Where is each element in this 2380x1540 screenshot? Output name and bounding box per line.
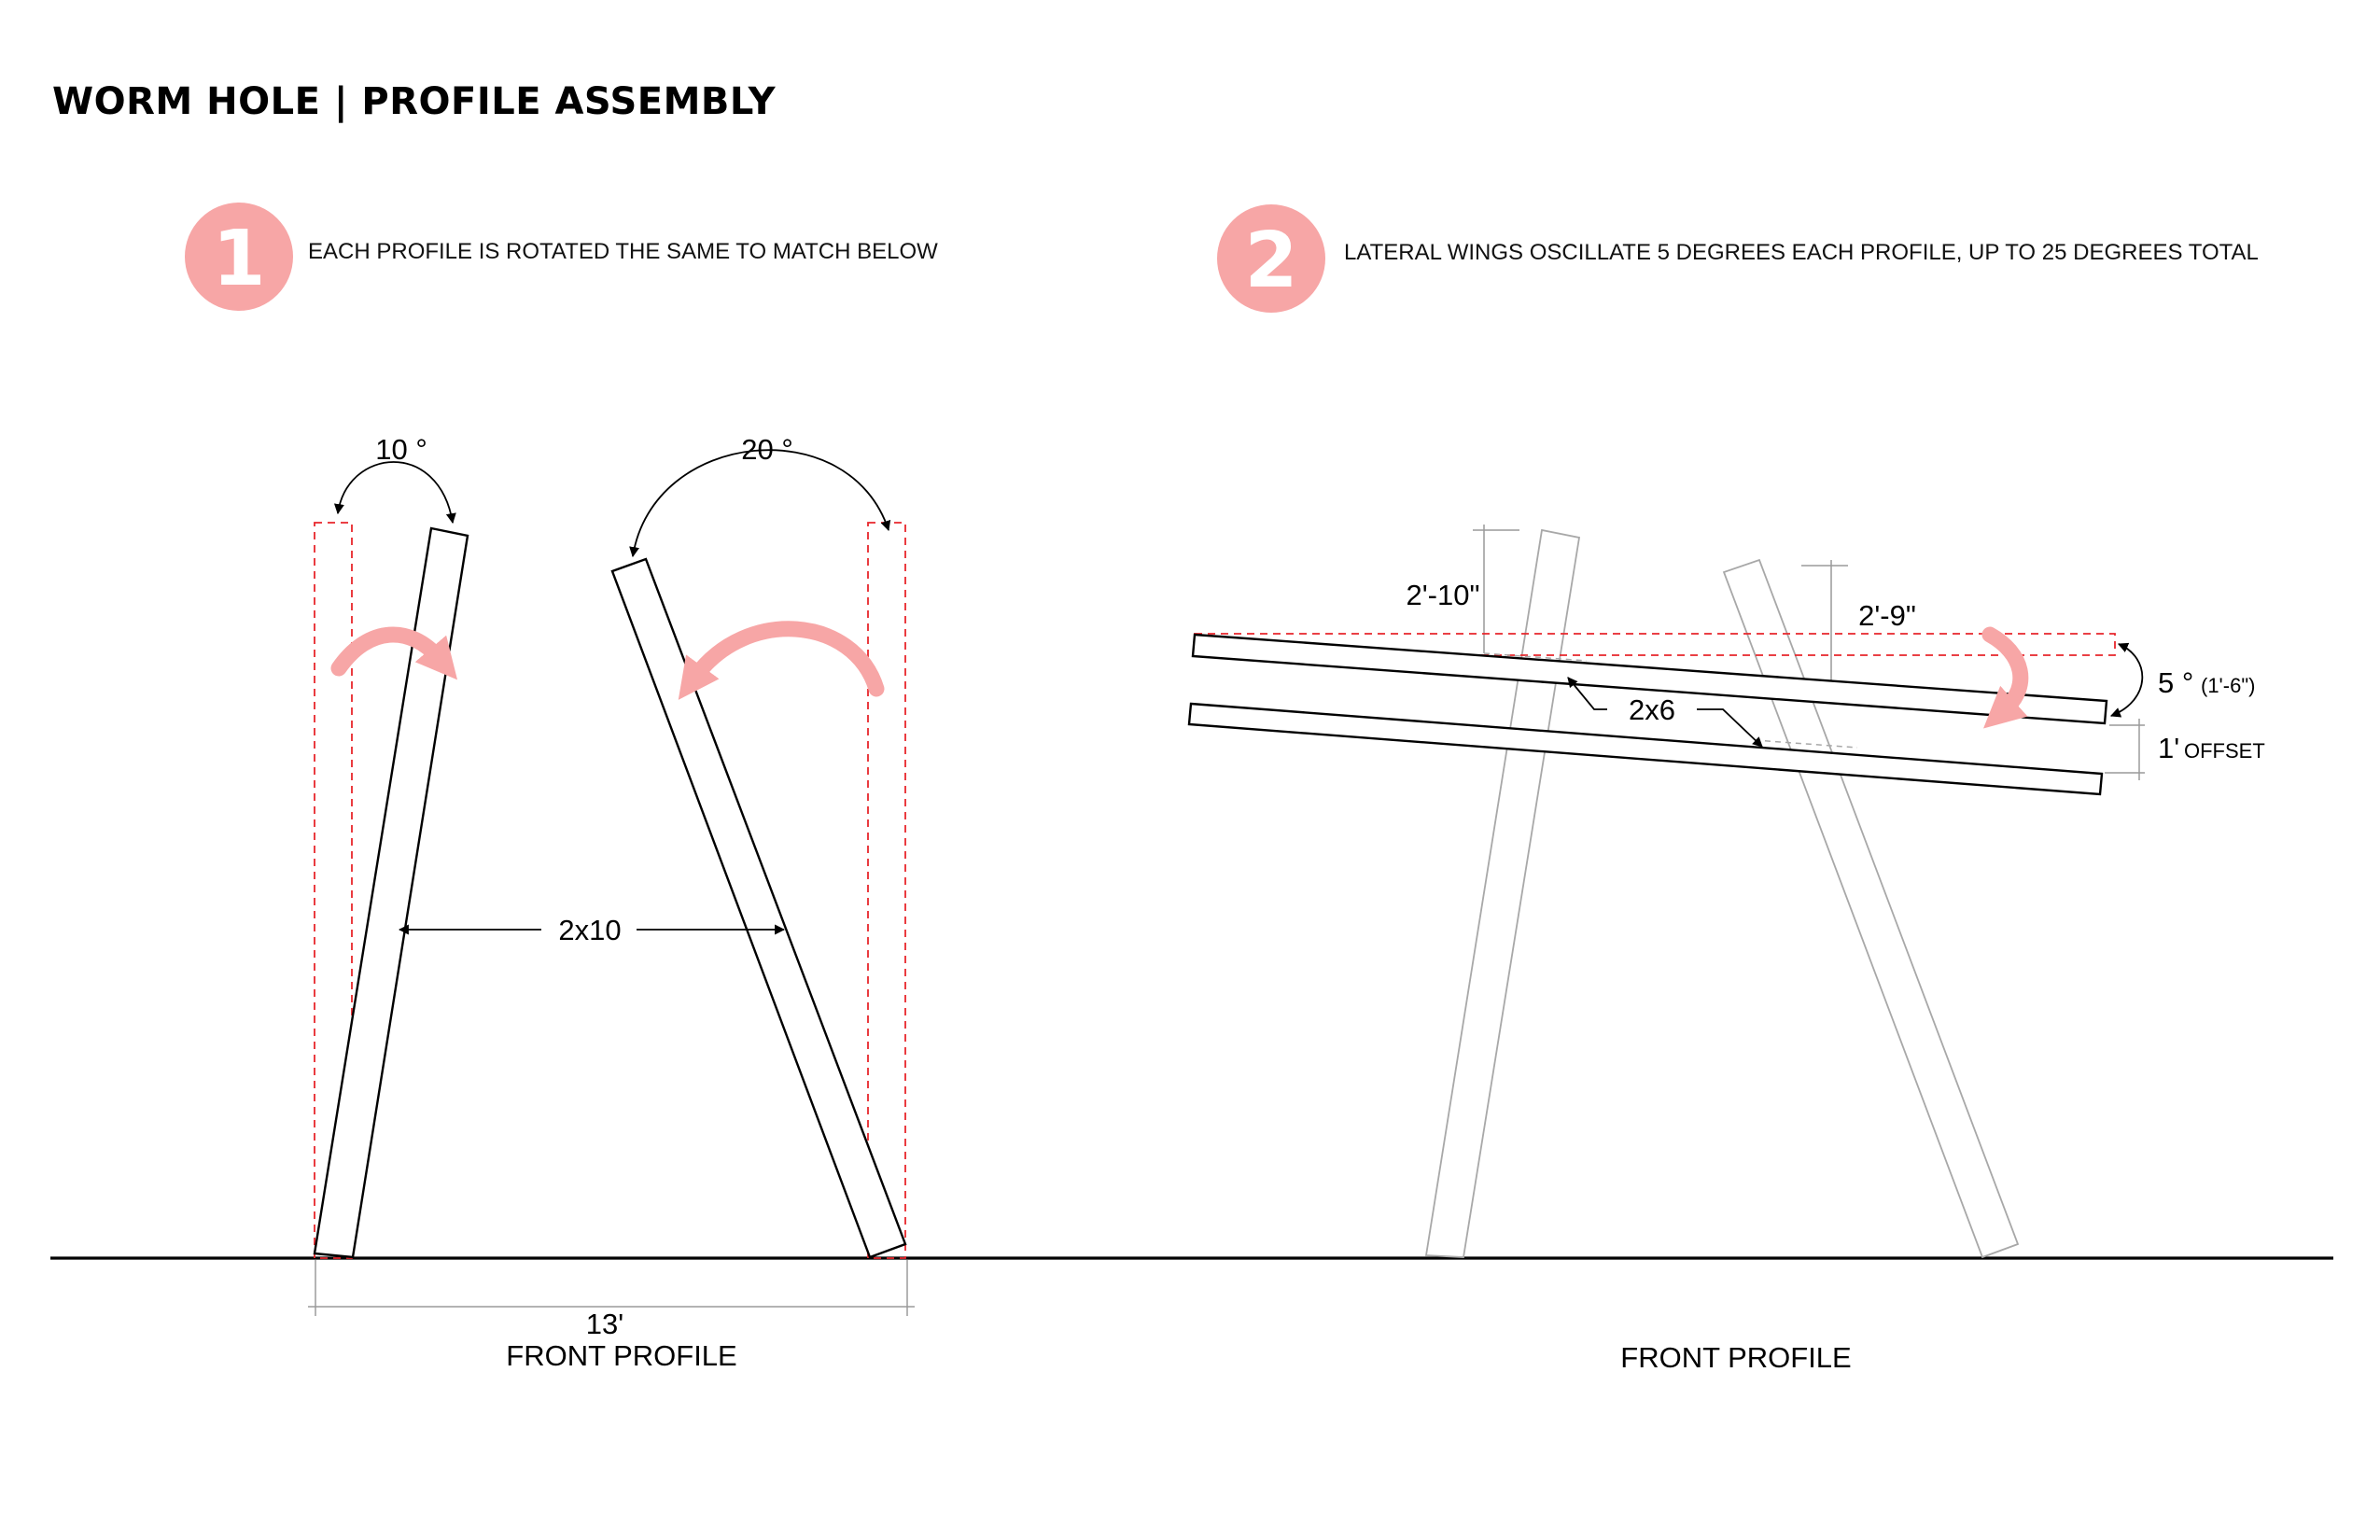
page-title: WORM HOLE | PROFILE ASSEMBLY [52, 80, 777, 124]
crossing-trace-2 [1754, 739, 1858, 749]
left-board-2x10 [313, 526, 469, 1259]
member-leader-2x6-left [1567, 677, 1607, 710]
left-reference-box [314, 522, 353, 1259]
left-leg-ghost [1424, 528, 1581, 1258]
lower-wing-2x6 [1187, 702, 2104, 796]
rotation-angle-label: 5 ° [2158, 666, 2193, 699]
member-leader-2x6-right [1697, 708, 1763, 748]
step-2-badge [1217, 204, 1325, 313]
span-label: 13' [586, 1308, 623, 1340]
wing-rotation-arrow [1981, 626, 2029, 729]
caption-profile-2: FRONT PROFILE [1620, 1341, 1851, 1374]
angle-arc-left [333, 461, 456, 525]
caption-profile-1: FRONT PROFILE [506, 1339, 736, 1372]
angle-label-right: 20 ° [741, 433, 793, 466]
rotation-angle-note: (1'-6") [2201, 674, 2255, 697]
step-2-note: LATERAL WINGS OSCILLATE 5 DEGREES EACH P… [1344, 240, 2259, 265]
step-1-note: EACH PROFILE IS ROTATED THE SAME TO MATC… [308, 239, 938, 264]
step-2-number: 2 [1244, 217, 1297, 305]
right-board-2x10 [610, 557, 907, 1259]
profile-2: 2'-10" 2'-9" 5 ° (1'-6") 1' OFFSET 2x6 F… [1187, 525, 2265, 1374]
rotation-arrow-left [330, 626, 458, 680]
offset-label: OFFSET [2184, 739, 2265, 763]
member-label-2x10: 2x10 [558, 914, 621, 946]
rotation-arrow-right [678, 621, 885, 700]
crossing-trace-1 [1483, 652, 1588, 662]
offset-value: 1' [2158, 732, 2179, 764]
angle-label-left: 10 ° [375, 433, 427, 466]
height-label-right: 2'-9" [1858, 599, 1916, 632]
step-1-badge [185, 203, 293, 311]
height-label-left: 2'-10" [1407, 579, 1480, 611]
member-label-2x6: 2x6 [1629, 693, 1675, 726]
angle-arc-right [629, 449, 891, 558]
right-reference-box [867, 522, 906, 1259]
right-leg-ghost [1722, 558, 2020, 1259]
rotation-angle-arc [2109, 642, 2144, 718]
step-1-number: 1 [212, 215, 265, 303]
profile-1: 10 ° 20 ° 2x10 13' FRONT PROFILE [308, 433, 915, 1372]
upper-wing-2x6 [1191, 633, 2108, 725]
